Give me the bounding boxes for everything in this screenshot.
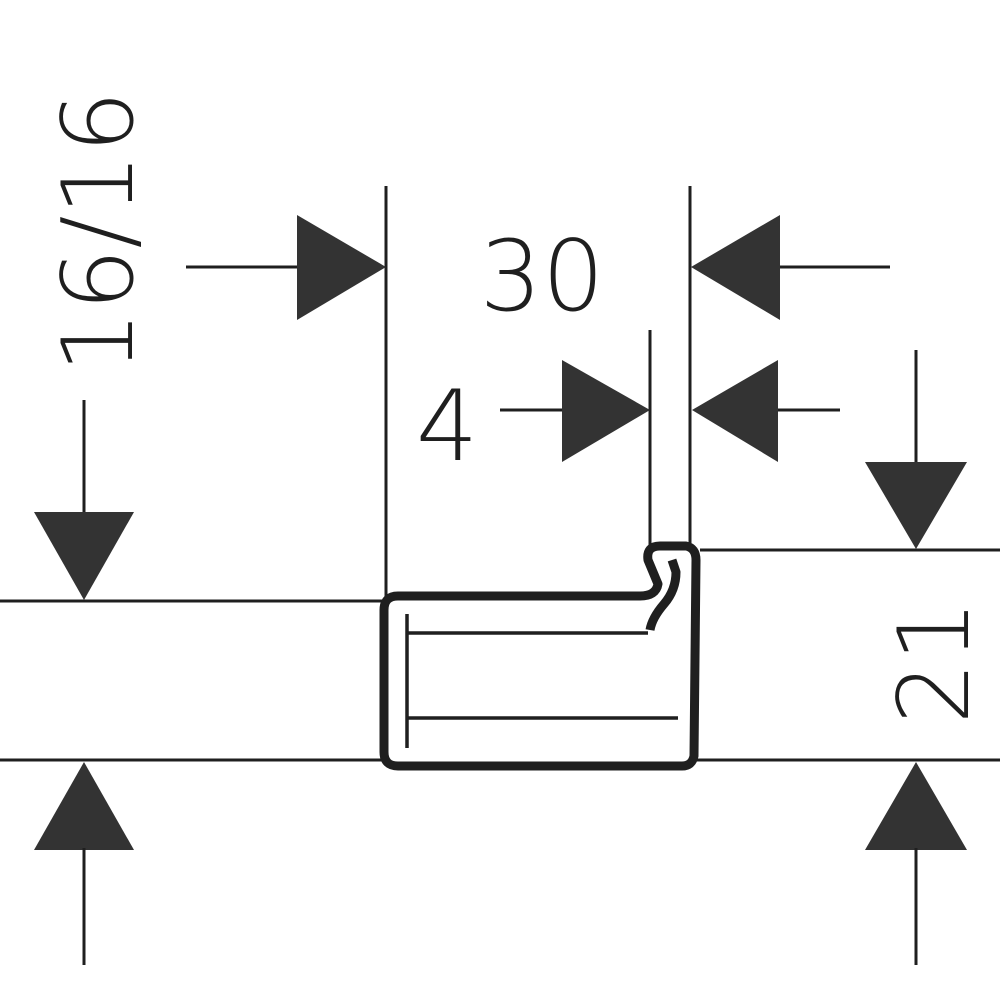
fraction-label: 16/16 xyxy=(42,91,156,373)
left-bottom-arrow xyxy=(34,762,134,850)
right-bottom-arrow xyxy=(865,762,967,850)
profile-outline xyxy=(379,541,701,771)
left-top-arrow xyxy=(34,512,134,600)
right-top-arrow xyxy=(865,462,967,549)
profile-hook xyxy=(645,558,681,631)
width-arrow-left xyxy=(297,215,386,320)
reference-lines xyxy=(0,548,1000,762)
extension-lines xyxy=(384,186,692,600)
width-arrow-right xyxy=(691,215,780,320)
profile-cross-section xyxy=(379,541,701,771)
width-label: 30 xyxy=(480,220,605,334)
left-height-dimension: 16/16 xyxy=(34,91,156,965)
height-label: 21 xyxy=(878,600,992,725)
right-height-dimension: 21 xyxy=(865,350,992,965)
gap-arrow-right xyxy=(692,360,778,462)
gap-label: 4 xyxy=(416,370,478,484)
gap-arrow-left xyxy=(562,360,650,462)
gap-dimension: 4 xyxy=(416,360,840,484)
width-dimension: 30 xyxy=(186,215,890,334)
